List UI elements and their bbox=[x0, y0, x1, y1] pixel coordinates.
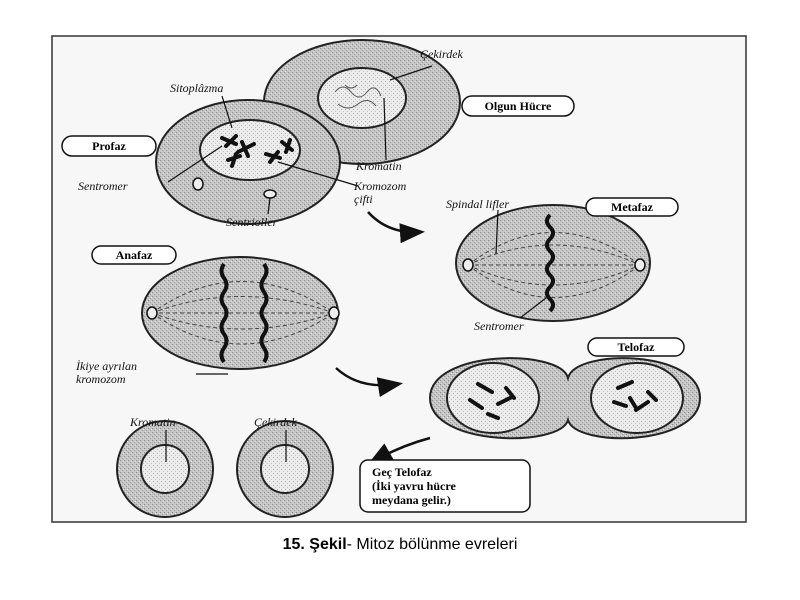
tag-gec-2: (İki yavru hücre bbox=[372, 479, 456, 493]
caption-rest: - Mitoz bölünme evreleri bbox=[346, 536, 518, 553]
anaphase-spindle bbox=[151, 281, 335, 345]
centriole-bottom bbox=[263, 189, 277, 199]
label-ayrilan-2: kromozom bbox=[76, 372, 126, 386]
tag-metafaz: Metafaz bbox=[611, 200, 654, 214]
label-sitoplazma: Sitoplâzma bbox=[170, 81, 223, 95]
prophase-chromosomes bbox=[220, 134, 294, 168]
tag-olgun: Olgun Hücre bbox=[485, 99, 552, 113]
tag-profaz: Profaz bbox=[92, 139, 126, 153]
prophase-cell bbox=[155, 99, 341, 225]
leader-lines bbox=[165, 65, 547, 462]
caption-bold: 15. Şekil bbox=[282, 536, 347, 553]
label-sentrioller: Sentrioller bbox=[226, 215, 278, 229]
late-telophase-cells bbox=[116, 420, 334, 518]
label-kromatin-bottom: Kromatin bbox=[129, 415, 176, 429]
tag-gec-1: Geç Telofaz bbox=[372, 465, 432, 479]
label-sentromer-meta: Sentromer bbox=[474, 319, 524, 333]
label-kromatin-top: Kromatin bbox=[355, 159, 402, 173]
centriole-left bbox=[192, 177, 204, 191]
tag-anafaz: Anafaz bbox=[116, 248, 153, 262]
label-cekirdek-top: Çekirdek bbox=[420, 47, 464, 61]
telophase-cells bbox=[428, 357, 702, 440]
tag-telofaz: Telofaz bbox=[618, 340, 656, 354]
tag-gec-3: meydana gelir.) bbox=[372, 493, 451, 507]
label-kromozom-cifti-2: çifti bbox=[354, 192, 373, 206]
label-sentromer-top: Sentromer bbox=[78, 179, 128, 193]
stage-tags: Olgun Hücre Profaz Metafaz Anafaz Telofa… bbox=[61, 95, 685, 513]
label-spindal: Spindal lifler bbox=[446, 197, 509, 211]
mature-nucleus bbox=[317, 67, 407, 129]
metaphase-chromosomes bbox=[545, 213, 555, 313]
anaphase-cell bbox=[141, 256, 340, 370]
label-kromozom-cifti-1: Kromozom bbox=[353, 179, 407, 193]
label-cekirdek-bottom: Çekirdek bbox=[254, 415, 298, 429]
metaphase-cell bbox=[455, 204, 651, 322]
figure-caption: 15. Şekil- Mitoz bölünme evreleri bbox=[0, 536, 800, 554]
prophase-nucleus bbox=[199, 119, 301, 181]
label-ayrilan-1: İkiye ayrılan bbox=[75, 359, 137, 373]
structure-labels: Çekirdek Sitoplâzma Kromatin Sentromer K… bbox=[75, 47, 524, 429]
